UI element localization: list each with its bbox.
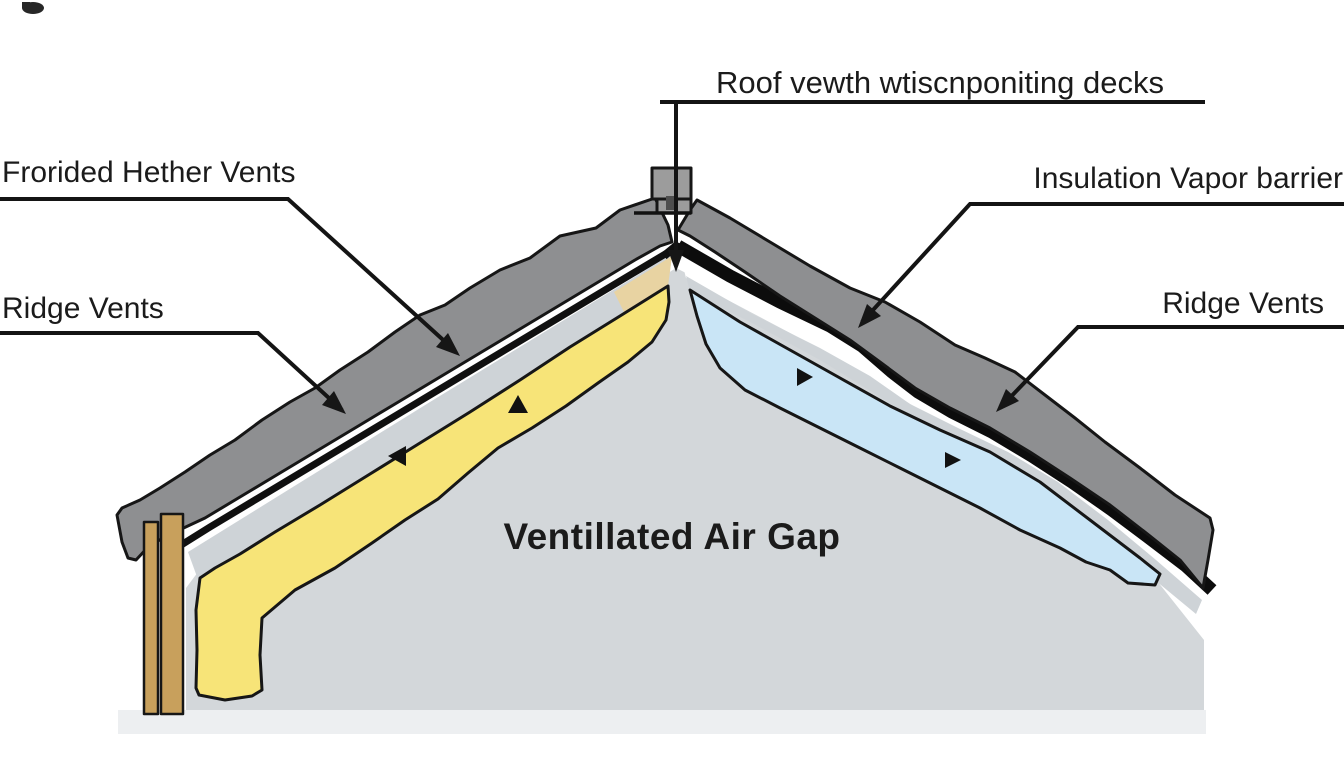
ridge-tan-wedge bbox=[614, 256, 672, 312]
airflow-arrow-right2-icon bbox=[945, 452, 961, 468]
arrowhead-left-upper bbox=[436, 333, 460, 356]
leader-right-upper bbox=[860, 202, 1344, 324]
label-right-upper: Insulation Vapor barrier bbox=[1033, 162, 1343, 195]
arrowhead-right-lower bbox=[996, 389, 1019, 412]
right-vapor-barrier-band bbox=[674, 240, 1217, 595]
airflow-arrow-up-icon bbox=[508, 395, 528, 413]
label-air-gap: Ventillated Air Gap bbox=[503, 516, 840, 557]
leader-left-lower bbox=[0, 331, 344, 412]
leader-right-lower bbox=[998, 325, 1344, 410]
leader-left-upper bbox=[0, 197, 454, 350]
arrowhead-right-upper bbox=[858, 304, 881, 328]
floor-strip bbox=[118, 710, 1206, 734]
right-white-strip bbox=[682, 262, 1210, 606]
arrowhead-roof-deck bbox=[668, 250, 684, 272]
artifact-smudge bbox=[22, 2, 44, 14]
right-air-channel bbox=[686, 276, 1202, 614]
wall-stud-inner bbox=[159, 512, 185, 716]
airflow-arrow-left-icon bbox=[388, 446, 406, 466]
label-left-upper: Frorided Hether Vents bbox=[2, 156, 295, 189]
ridge-cap-slot bbox=[666, 196, 676, 210]
left-insulation bbox=[194, 284, 671, 702]
ridge-cap-upper bbox=[650, 166, 693, 201]
left-roof-deck bbox=[115, 196, 674, 562]
left-underlayment-line bbox=[176, 246, 674, 550]
wall-stud-outer bbox=[142, 520, 160, 716]
left-air-channel bbox=[188, 254, 672, 585]
ventilated-air-gap-area bbox=[186, 268, 1204, 712]
label-roof-deck: Roof vewth wtiscnponiting decks bbox=[716, 65, 1164, 100]
label-left-lower: Ridge Vents bbox=[2, 292, 164, 325]
right-roof-deck bbox=[676, 198, 1215, 590]
arrowhead-left-lower bbox=[322, 391, 346, 414]
right-insulation bbox=[688, 288, 1162, 587]
label-right-lower: Ridge Vents bbox=[1162, 287, 1324, 320]
airflow-arrow-right-icon bbox=[797, 368, 813, 386]
ridge-vent-cap bbox=[634, 166, 693, 215]
